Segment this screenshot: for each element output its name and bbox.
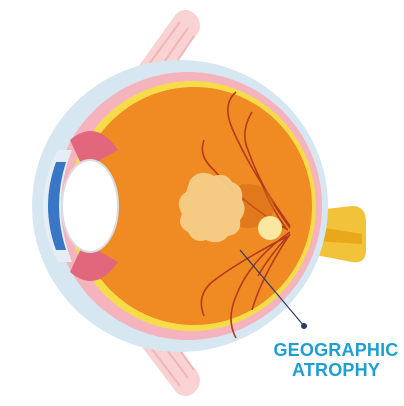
leader-dot: [301, 323, 307, 329]
annotation-label-line1: GEOGRAPHIC: [272, 340, 400, 360]
optic-disc: [258, 216, 282, 240]
annotation-label-line2: ATROPHY: [272, 360, 400, 380]
lens: [62, 160, 118, 252]
